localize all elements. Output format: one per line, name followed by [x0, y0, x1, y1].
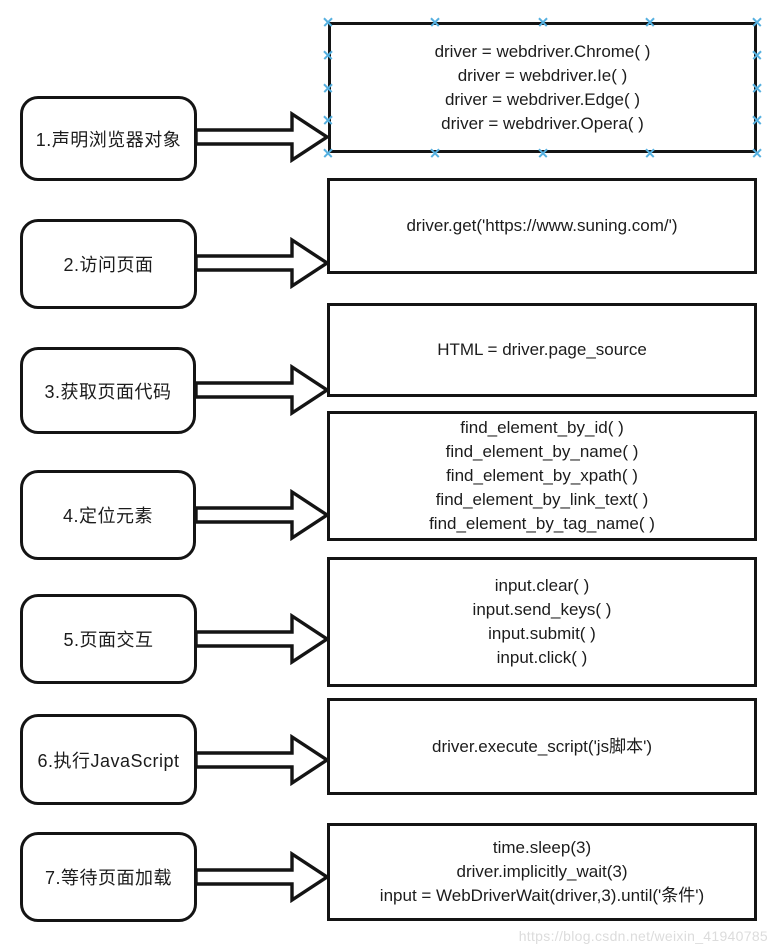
- step-4-code-box[interactable]: find_element_by_id( ) find_element_by_na…: [327, 411, 757, 541]
- step-3-label-shape[interactable]: 3.获取页面代码: [20, 347, 196, 434]
- step-4-label-shape[interactable]: 4.定位元素: [20, 470, 196, 560]
- step-5-code-box[interactable]: input.clear( ) input.send_keys( ) input.…: [327, 557, 757, 687]
- step-1-label: 1.声明浏览器对象: [35, 129, 182, 150]
- step-2-label-shape[interactable]: 2.访问页面: [20, 219, 197, 309]
- code-line: input.submit( ): [488, 624, 596, 643]
- step-5-label-shape[interactable]: 5.页面交互: [20, 594, 197, 684]
- step-3-code-box[interactable]: HTML = driver.page_source: [327, 303, 757, 397]
- step-6-code-box[interactable]: driver.execute_script('js脚本'): [327, 698, 757, 795]
- arrow-icon: [194, 489, 330, 541]
- code-line: HTML = driver.page_source: [437, 340, 647, 359]
- code-line: find_element_by_name( ): [445, 442, 639, 461]
- code-line: input.clear( ): [494, 576, 590, 595]
- code-line: driver.execute_script('js脚本'): [432, 736, 652, 756]
- code-line: driver = webdriver.Chrome( ): [434, 41, 651, 61]
- code-line: find_element_by_id( ): [460, 418, 624, 437]
- arrow-icon: [194, 613, 330, 665]
- code-line: find_element_by_xpath( ): [446, 466, 638, 485]
- step-2-label: 2.访问页面: [63, 255, 154, 275]
- code-line: driver.implicitly_wait(3): [456, 862, 628, 881]
- code-line: input.click( ): [496, 648, 588, 667]
- step-1-code-box[interactable]: driver = webdriver.Chrome( ) driver = we…: [328, 22, 757, 153]
- step-1-label-shape[interactable]: 1.声明浏览器对象: [20, 96, 197, 181]
- code-line: find_element_by_tag_name( ): [429, 514, 655, 533]
- code-line: time.sleep(3): [492, 838, 592, 857]
- step-2-code-box[interactable]: driver.get('https://www.suning.com/'): [327, 178, 757, 274]
- code-line: driver = webdriver.Edge( ): [444, 89, 641, 109]
- step-7-code-box[interactable]: time.sleep(3) driver.implicitly_wait(3) …: [327, 823, 757, 921]
- step-7-label: 7.等待页面加载: [44, 868, 172, 888]
- arrow-icon: [194, 237, 330, 289]
- code-line: input = WebDriverWait(driver,3).until('条…: [379, 886, 705, 905]
- step-7-label-shape[interactable]: 7.等待页面加载: [20, 832, 197, 922]
- arrow-icon: [194, 111, 330, 163]
- code-line: driver = webdriver.Ie( ): [457, 65, 628, 85]
- step-6-label: 6.执行JavaScript: [37, 750, 180, 771]
- code-line: driver = webdriver.Opera( ): [441, 113, 644, 133]
- watermark: https://blog.csdn.net/weixin_41940785: [518, 928, 768, 944]
- step-3-label: 3.获取页面代码: [44, 381, 172, 402]
- step-6-label-shape[interactable]: 6.执行JavaScript: [20, 714, 197, 805]
- arrow-icon: [194, 851, 330, 903]
- code-line: find_element_by_link_text( ): [435, 490, 649, 509]
- arrow-icon: [194, 734, 330, 786]
- arrow-icon: [194, 364, 330, 416]
- step-4-label: 4.定位元素: [62, 506, 153, 526]
- code-line: driver.get('https://www.suning.com/'): [406, 216, 678, 235]
- code-line: input.send_keys( ): [472, 600, 612, 619]
- step-5-label: 5.页面交互: [63, 630, 154, 650]
